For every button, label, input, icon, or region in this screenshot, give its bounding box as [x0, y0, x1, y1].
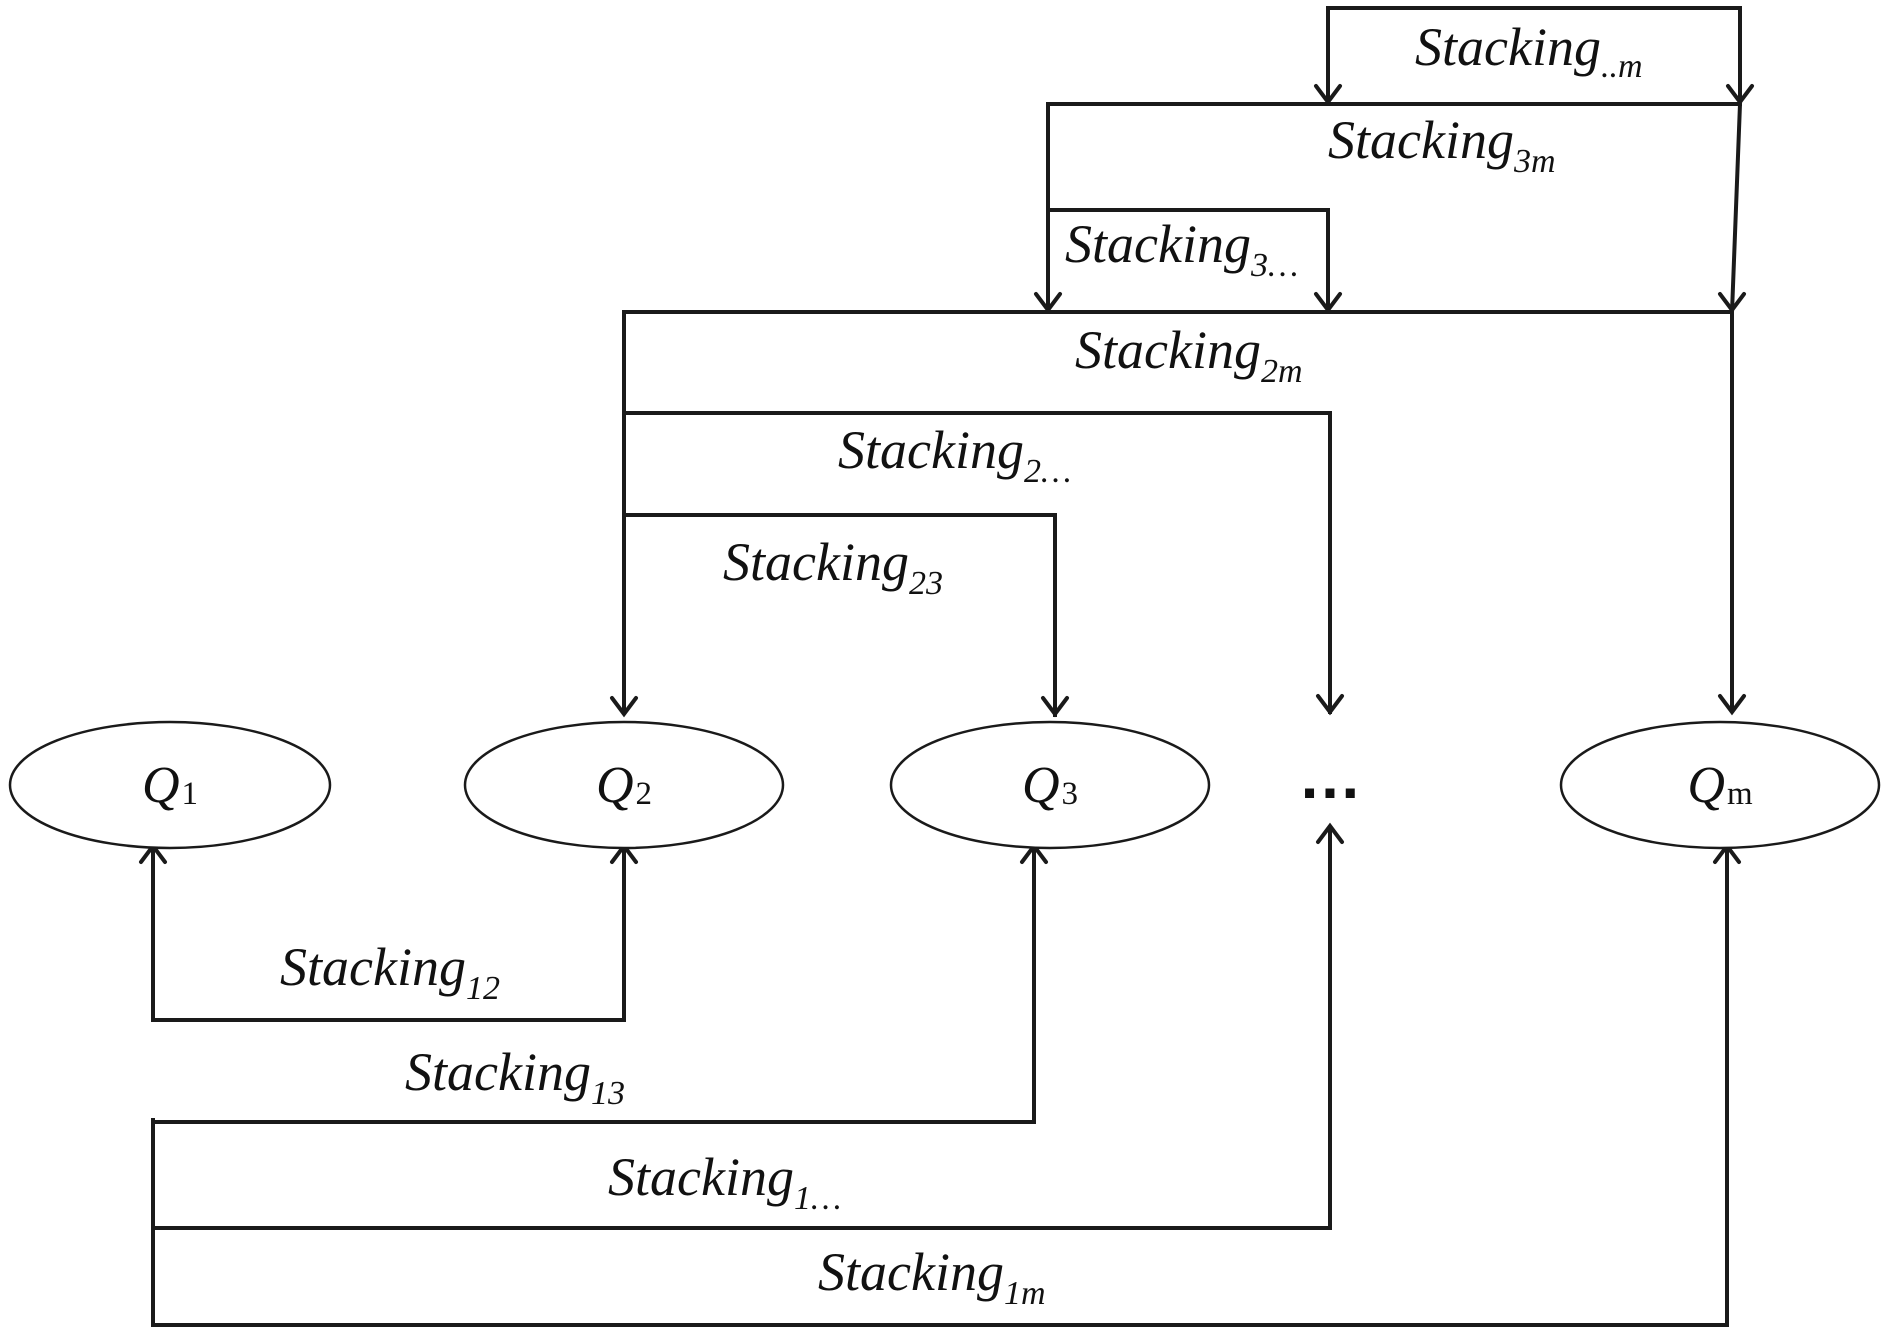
bottom-connectors — [139, 822, 1741, 1327]
arrowhead-down-junction-s3m-right — [1726, 84, 1754, 106]
node-q2-label: Q2 — [596, 757, 652, 814]
edge-label-s12: Stacking12 — [280, 937, 500, 1007]
arrowhead-down-qm — [1718, 694, 1746, 716]
ellipsis-node: … — [1298, 740, 1362, 812]
arrowhead-down-junction-s2m-right — [1718, 292, 1746, 314]
edge-label-s2m: Stacking2m — [1075, 320, 1303, 390]
arrowhead-down-junction-s2m-mid — [1314, 292, 1342, 314]
edge-label-s3m: Stacking3m — [1328, 110, 1556, 180]
edge-sxm-line — [1326, 6, 1742, 106]
node-q1-label: Q1 — [142, 757, 198, 814]
edge-label-s3x: Stacking3… — [1065, 214, 1298, 284]
arrowhead-down-junction-s3m-left — [1314, 84, 1342, 106]
edge-s2x-line — [622, 411, 1332, 714]
node-q1: Q1 — [8, 720, 332, 850]
node-q1-ellipse — [8, 720, 332, 850]
node-q3: Q3 — [889, 720, 1211, 850]
node-q3-ellipse — [889, 720, 1211, 850]
edge-s12-line — [151, 846, 626, 1022]
edge-s3m-line — [1046, 102, 1743, 315]
edge-s2m-line — [622, 310, 1734, 714]
edge-s3x-line — [1046, 208, 1330, 314]
node-qm-ellipse — [1559, 720, 1881, 850]
edge-label-s2x: Stacking2… — [838, 420, 1071, 490]
node-q2: Q2 — [463, 720, 785, 850]
node-qm: Qm — [1559, 720, 1881, 850]
edge-label-s1m: Stacking1m — [818, 1242, 1046, 1312]
arrowhead-up-ellipsis — [1316, 822, 1344, 844]
top-connectors — [610, 6, 1754, 718]
node-q2-ellipse — [463, 720, 785, 850]
arrowhead-down-q3 — [1041, 696, 1069, 718]
edge-label-s13: Stacking13 — [405, 1042, 625, 1112]
edge-s1m-line — [151, 846, 1729, 1327]
arrowhead-down-junction-s2m-left — [1034, 292, 1062, 314]
node-q3-label: Q3 — [1022, 757, 1078, 814]
arrowhead-down-ellipsis — [1316, 694, 1344, 716]
arrowhead-down-q2 — [610, 696, 638, 718]
edge-s1x-line — [151, 826, 1332, 1230]
edge-label-s1x: Stacking1… — [608, 1147, 841, 1217]
edge-s23-line — [622, 513, 1057, 717]
edge-label-sxm: Stacking..m — [1415, 17, 1643, 85]
edge-label-s23: Stacking23 — [723, 532, 943, 602]
edge-s13-line — [151, 846, 1036, 1124]
node-qm-label: Qm — [1687, 757, 1753, 814]
